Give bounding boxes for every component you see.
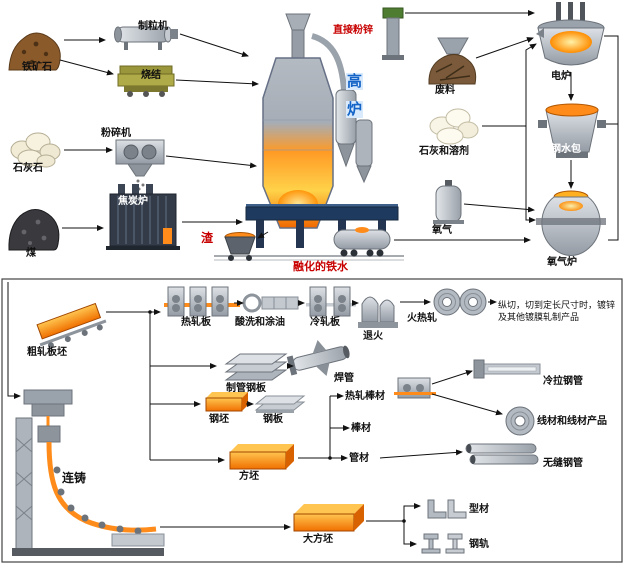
ladle-label: 钢水包 (551, 144, 581, 155)
bar-mill-icon (394, 377, 436, 399)
direct-powder-zinc-label: 直接粉锌 (333, 25, 373, 36)
seamless-pipe-label: 无缝钢管 (543, 458, 583, 469)
lime-flux-label: 石灰和溶剂 (419, 146, 469, 157)
steel-coils-icon (433, 288, 487, 316)
bloom-icon (293, 504, 364, 532)
pelletizer-label: 制粒机 (138, 21, 168, 32)
wire-coil-icon (505, 406, 535, 436)
steel-rails-icon (421, 533, 465, 554)
rough-slab-label: 粗轧板坯 (27, 347, 67, 358)
billet-icon (205, 392, 248, 412)
finishing-note: 纵切，切到定长尺寸时，镀锌及其他镀膜轧制产品 (498, 300, 616, 323)
iron-ore-label: 铁矿石 (22, 62, 52, 73)
annealing-furnace-icon (358, 296, 398, 328)
crusher-icon (115, 139, 165, 191)
hot-rolling-mill-icon (164, 286, 240, 317)
pipe-plate-stack-icon (224, 353, 288, 381)
cold-drawn-pipe-label: 冷拉钢管 (543, 376, 583, 387)
pipe-label: 管材 (349, 453, 369, 464)
coal-label: 煤 (26, 248, 36, 259)
oxygen-label: 氧气 (432, 225, 452, 236)
iron-ore-pile-icon (8, 32, 61, 71)
pipe-plate-label: 制管钢板 (226, 383, 266, 394)
rough-slab-icon (36, 302, 107, 349)
steel-plate-label: 钢板 (263, 414, 283, 425)
coke-oven-icon (106, 184, 180, 250)
electric-furnace-icon (536, 2, 605, 66)
bottom-section-border (1, 278, 623, 563)
bloom-label: 大方坯 (303, 534, 333, 545)
square-billet-icon (229, 444, 294, 470)
billet-label: 钢坯 (209, 414, 229, 425)
bar-label: 棒材 (351, 423, 371, 434)
oxygen-tank-icon (433, 180, 464, 224)
hot-rolled-bar-label: 热轧棒材 (345, 391, 385, 402)
welded-pipe-label: 焊管 (334, 373, 354, 384)
oxygen-furnace-icon (536, 190, 606, 256)
rail-label: 钢轨 (469, 539, 489, 550)
cold-rolling-mill-icon (306, 286, 356, 317)
cold-rolled-plate-label: 冷轧板 (310, 317, 340, 328)
electric-furnace-label: 电炉 (551, 71, 571, 82)
limestone-label: 石灰石 (13, 163, 43, 174)
blast-furnace-label-2: 炉 (346, 101, 364, 119)
limestone-pile-icon (10, 132, 61, 168)
hot-rolling-label: 火热轧 (407, 313, 437, 324)
continuous-caster-icon (12, 389, 165, 556)
coke-oven-label: 焦炭炉 (118, 196, 148, 207)
plate-stack-icon (254, 395, 306, 413)
slag-label: 渣 (201, 231, 214, 245)
pickling-oiling-label: 酸洗和涂油 (235, 317, 285, 328)
sintering-machine-icon (117, 65, 175, 97)
square-billet-label: 方坯 (239, 471, 259, 482)
blast-furnace-label-1: 高 (346, 73, 364, 91)
wire-products-label: 线材和线材产品 (537, 416, 607, 427)
annealing-label: 退火 (363, 331, 383, 342)
oxygen-furnace-label: 氧气炉 (547, 257, 577, 268)
direct-reduction-tower-icon (382, 7, 404, 60)
hot-rolled-plate-label: 热轧板 (181, 317, 211, 328)
pelletizer-icon (114, 26, 178, 50)
coal-pile-icon (8, 209, 60, 251)
torpedo-car-icon (333, 227, 391, 257)
ladle-icon (538, 103, 606, 158)
scrap-pile-icon (428, 37, 477, 85)
flow-arrows (7, 10, 619, 547)
molten-iron-label: 融化的铁水 (293, 261, 348, 273)
seamless-pipes-icon (465, 443, 539, 465)
steel-sections-icon (427, 499, 467, 519)
lime-flux-pile-icon (429, 108, 479, 145)
blast-furnace-icon (214, 13, 404, 261)
crusher-label: 粉碎机 (101, 128, 131, 139)
section-steel-label: 型材 (469, 504, 489, 515)
cold-draw-bench-icon (473, 359, 541, 379)
slag-pot-icon (224, 232, 256, 261)
continuous-casting-label: 连铸 (62, 471, 87, 485)
sintering-label: 烧结 (141, 70, 161, 81)
pickling-line-icon (242, 293, 299, 313)
scrap-label: 废料 (435, 85, 455, 96)
